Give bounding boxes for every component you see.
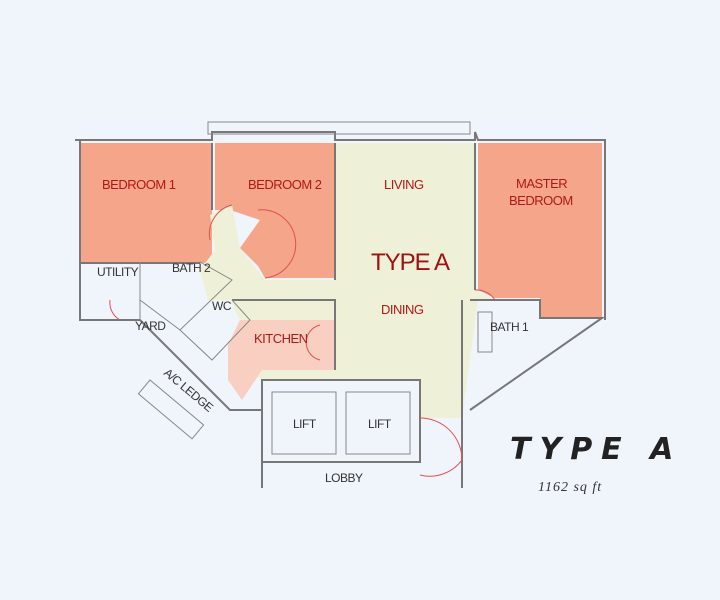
door-lobby — [419, 459, 463, 477]
label-lobby: LOBBY — [325, 471, 363, 485]
label-kitchen: KITCHEN — [254, 331, 308, 346]
ac-ledge-outline — [137, 379, 205, 440]
wall-wc — [179, 299, 251, 361]
label-yard: YARD — [135, 319, 166, 333]
label-bedroom1: BEDROOM 1 — [102, 177, 176, 192]
label-wc: WC — [212, 299, 232, 313]
lift-car-1 — [271, 391, 337, 455]
label-ac-ledge: A/C LEDGE — [161, 366, 216, 415]
bedroom1-area — [80, 143, 212, 263]
label-master-2: BEDROOM — [509, 193, 573, 208]
door-bedroom2b — [257, 209, 297, 279]
label-utility: UTILITY — [97, 265, 139, 279]
door-bedroom2 — [208, 204, 233, 241]
kitchen-area — [228, 320, 335, 400]
wall-kitchen — [232, 299, 336, 370]
door-yard — [109, 299, 121, 321]
bedroom2-area — [215, 143, 335, 278]
top-window — [207, 121, 471, 135]
bathtub — [477, 311, 493, 353]
door-kitchen — [305, 324, 321, 361]
label-bedroom2: BEDROOM 2 — [248, 177, 322, 192]
label-master-1: MASTER — [516, 176, 567, 191]
label-lift-1: LIFT — [293, 417, 317, 431]
label-bath1: BATH 1 — [490, 320, 529, 334]
label-bath2: BATH 2 — [172, 261, 211, 275]
label-type-a-center: TYPE A — [371, 249, 450, 276]
plan-type-title: TYPE A — [510, 432, 683, 467]
label-lift-2: LIFT — [368, 417, 392, 431]
lift-car-2 — [345, 391, 411, 455]
label-dining: DINING — [381, 302, 424, 317]
wall-bath1 — [469, 299, 606, 411]
master-bedroom-area — [478, 143, 602, 318]
living-dining-area — [200, 143, 495, 418]
door-master — [474, 289, 496, 301]
label-living: LIVING — [384, 177, 424, 192]
top-wall — [75, 131, 606, 320]
plan-area: 1162 sq ft — [538, 480, 603, 495]
lift-shaft — [261, 379, 421, 463]
door-main — [419, 417, 463, 461]
